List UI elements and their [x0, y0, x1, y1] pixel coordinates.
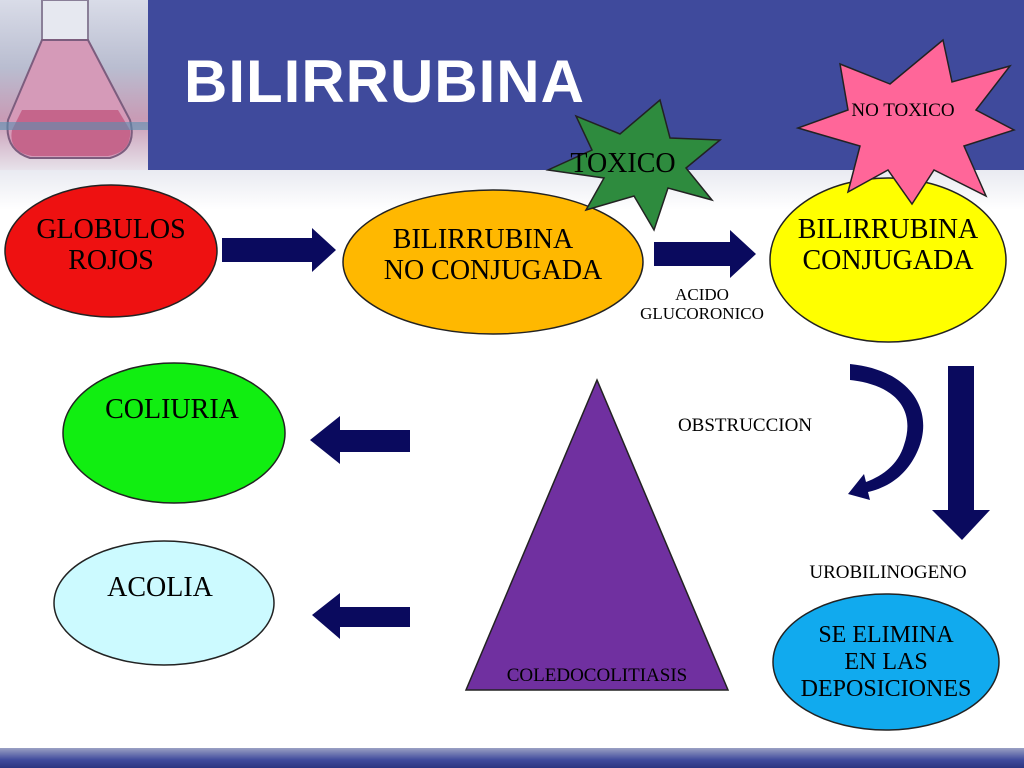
acido-line2: GLUCORONICO	[640, 304, 764, 324]
bilirrubina-conjugada-shape	[769, 177, 1007, 343]
conjugada-line2: CONJUGADA	[802, 245, 974, 277]
arrow-curved	[848, 364, 924, 500]
acido-line1: ACIDO	[675, 285, 729, 304]
obstruccion-label: OBSTRUCCION	[677, 415, 813, 436]
globulos-rojos-line2: ROJOS	[68, 245, 154, 277]
globulos-rojos-line1: GLOBULOS	[36, 214, 186, 245]
se-elimina-label: SE ELIMINA EN LAS DEPOSICIONES	[776, 622, 996, 703]
no-toxico-badge-shape	[795, 38, 1016, 206]
flask-icon	[0, 0, 148, 159]
coliuria-shape	[62, 362, 286, 504]
acido-glucoronico-label: ACIDO GLUCORONICO	[612, 285, 792, 323]
coliuria-label: COLIURIA	[105, 394, 239, 425]
acolia-label: ACOLIA	[107, 572, 213, 603]
coledocolitiasis-label: COLEDOCOLITIASIS	[506, 665, 688, 686]
page-title: BILIRRUBINA	[184, 48, 585, 115]
arrow-down	[932, 366, 990, 540]
acolia-shape	[53, 540, 275, 666]
conjugada-line1: BILIRRUBINA	[797, 214, 979, 245]
no-conjugada-line2: NO CONJUGADA	[383, 255, 603, 287]
se-elimina-line3: DEPOSICIONES	[800, 675, 972, 702]
arrow-left-coliuria	[310, 416, 410, 464]
toxico-badge-shape	[545, 98, 722, 232]
flask-image	[0, 0, 148, 170]
no-toxico-label: NO TOXICO	[851, 100, 955, 121]
globulos-rojos-label: GLOBULOS ROJOS	[11, 214, 211, 277]
bilirrubina-conjugada-label: BILIRRUBINA CONJUGADA	[770, 214, 1006, 277]
bilirrubina-no-conjugada-shape	[342, 189, 644, 335]
se-elimina-line1: SE ELIMINA	[818, 622, 954, 648]
coledocolitiasis-triangle	[464, 378, 730, 691]
no-conjugada-line1: BILIRRUBINA	[392, 224, 574, 255]
arrow-right-1	[222, 228, 336, 272]
se-elimina-line2: EN LAS	[844, 648, 928, 675]
footer-band	[0, 748, 1024, 768]
toxico-label: TOXICO	[570, 148, 676, 179]
se-elimina-shape	[772, 593, 1000, 731]
arrow-right-2	[654, 230, 756, 278]
bilirrubina-no-conjugada-label: BILIRRUBINA NO CONJUGADA	[343, 224, 643, 287]
arrow-left-acolia	[312, 593, 410, 639]
urobilinogeno-label: UROBILINOGENO	[809, 562, 967, 583]
globulos-rojos-shape	[4, 184, 218, 318]
